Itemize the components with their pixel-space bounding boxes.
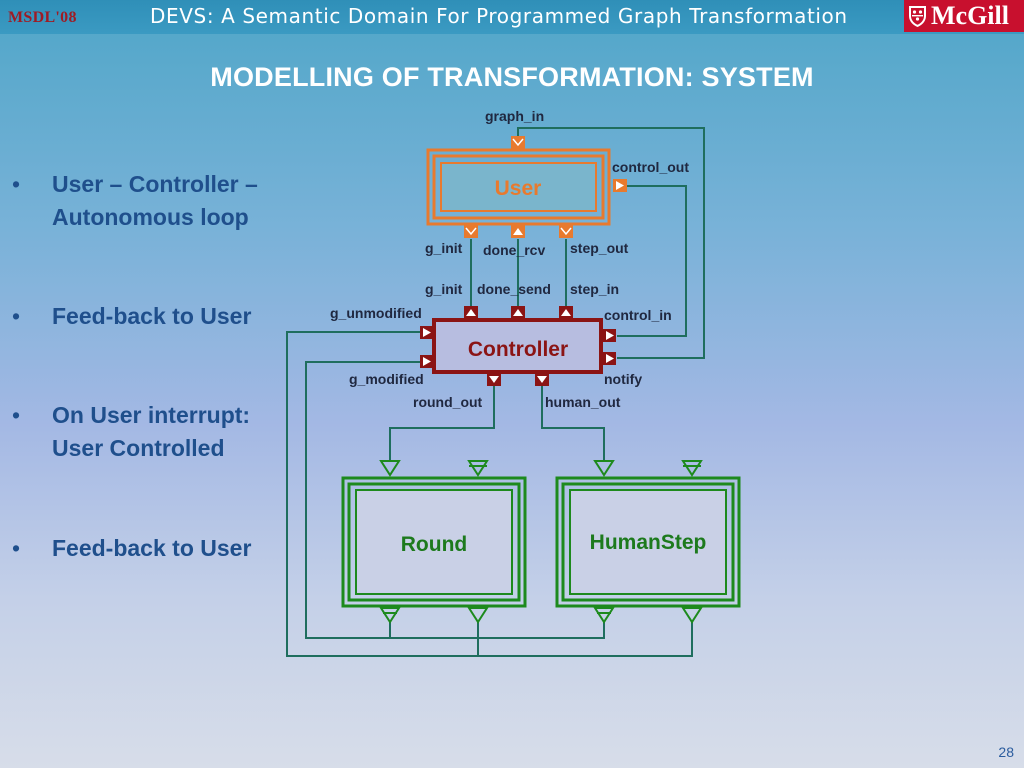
human-out-port[interactable] <box>535 373 549 386</box>
bullet-text: Feed-back to User <box>52 535 252 561</box>
notify-label: notify <box>604 371 642 387</box>
humanstep-unmodified-port[interactable] <box>681 607 703 624</box>
step-in-port[interactable] <box>559 306 573 319</box>
round-ports <box>379 460 489 624</box>
g-modified-port[interactable] <box>420 355 433 368</box>
bullet-item: • User – Controller – Autonomous loop <box>12 168 282 234</box>
header-bar <box>0 0 1024 34</box>
user-block-label: User <box>495 177 542 200</box>
conference-badge: MSDL'08 <box>8 9 77 26</box>
slide-title: MODELLING OF TRANSFORMATION: SYSTEM <box>210 62 814 92</box>
round-block[interactable]: Round <box>341 476 527 608</box>
wire-control-out-to-control-in <box>617 185 687 337</box>
bullet-text: Feed-back to User <box>52 303 252 329</box>
round-modified-port[interactable] <box>379 607 401 624</box>
round-input-port[interactable] <box>379 460 401 477</box>
bullet-item: • Feed-back to User <box>12 300 282 333</box>
humanstep-aux-input-port[interactable] <box>681 460 703 477</box>
crest-icon <box>909 5 926 27</box>
bullet-marker: • <box>12 535 21 561</box>
user-ports <box>464 136 627 238</box>
round-unmodified-port[interactable] <box>467 607 489 624</box>
graph-in-label: graph_in <box>485 108 544 124</box>
step-out-port[interactable] <box>559 225 573 238</box>
wire-notify-to-graph-in <box>517 127 705 359</box>
controller-block-label: Controller <box>468 338 568 361</box>
humanstep-input-port[interactable] <box>593 460 615 477</box>
port-labels: graph_in control_out g_init done_rcv ste… <box>330 108 689 410</box>
connection-wires <box>286 127 705 657</box>
page-number: 28 <box>998 744 1014 760</box>
g-init-out-label: g_init <box>425 240 463 256</box>
g-init-out-port[interactable] <box>464 225 478 238</box>
humanstep-ports <box>593 460 703 624</box>
bullet-text: On User interrupt: User Controlled <box>52 402 251 461</box>
mcgill-logo: McGill <box>904 0 1024 32</box>
bullet-text: User – Controller – Autonomous loop <box>52 171 258 230</box>
g-modified-label: g_modified <box>349 371 424 387</box>
step-out-label: step_out <box>570 240 629 256</box>
round-aux-input-port[interactable] <box>467 460 489 477</box>
logo-text: McGill <box>931 1 1009 30</box>
bullet-list: • User – Controller – Autonomous loop • … <box>0 0 290 768</box>
control-out-port[interactable] <box>613 179 627 192</box>
step-in-label: step_in <box>570 281 619 297</box>
g-init-in-label: g_init <box>425 281 463 297</box>
round-out-label: round_out <box>413 394 483 410</box>
human-out-label: human_out <box>545 394 621 410</box>
notify-port[interactable] <box>603 352 616 365</box>
wire-round-out-to-round <box>389 386 495 460</box>
bullet-marker: • <box>12 402 21 428</box>
control-in-label: control_in <box>604 307 672 323</box>
user-block[interactable]: User <box>426 148 611 226</box>
done-send-port[interactable] <box>511 306 525 319</box>
graph-in-port[interactable] <box>511 136 525 149</box>
humanstep-block[interactable]: HumanStep <box>555 476 741 608</box>
bullet-item: • Feed-back to User <box>12 532 282 565</box>
wire-g-unmodified-feedback <box>286 331 693 657</box>
bullet-marker: • <box>12 303 21 329</box>
done-rcv-port[interactable] <box>511 225 525 238</box>
round-out-port[interactable] <box>487 373 501 386</box>
g-unmodified-label: g_unmodified <box>330 305 422 321</box>
bullet-item: • On User interrupt: User Controlled <box>12 399 282 465</box>
control-out-label: control_out <box>612 159 689 175</box>
controller-block[interactable]: Controller <box>432 318 603 374</box>
humanstep-block-label: HumanStep <box>590 531 707 554</box>
wire-g-modified-feedback <box>305 361 605 639</box>
done-rcv-label: done_rcv <box>483 242 545 258</box>
g-init-in-port[interactable] <box>464 306 478 319</box>
g-unmodified-port[interactable] <box>420 326 433 339</box>
presentation-subtitle: DEVS: A Semantic Domain For Programmed G… <box>150 4 848 28</box>
control-in-port[interactable] <box>603 329 616 342</box>
bullet-marker: • <box>12 171 21 197</box>
humanstep-modified-port[interactable] <box>593 607 615 624</box>
round-block-label: Round <box>401 533 467 556</box>
done-send-label: done_send <box>477 281 551 297</box>
wire-human-out-to-humanstep <box>541 386 605 460</box>
controller-ports <box>420 306 616 386</box>
